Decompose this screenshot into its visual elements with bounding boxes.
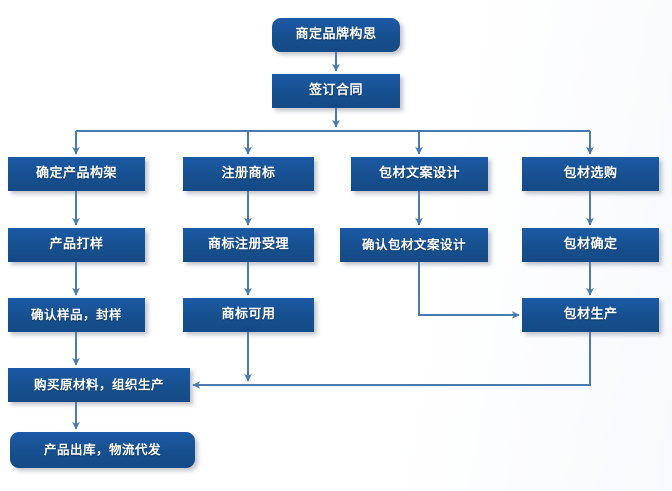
flow-node[interactable]: 产品打样 <box>8 228 145 262</box>
flow-node[interactable]: 包材选购 <box>522 157 659 191</box>
flow-node[interactable]: 包材生产 <box>522 298 659 332</box>
flow-node[interactable]: 产品出库，物流代发 <box>10 432 195 468</box>
flow-node[interactable]: 商标注册受理 <box>183 228 314 262</box>
flow-node[interactable]: 包材确定 <box>522 228 659 262</box>
flow-node[interactable]: 确认包材文案设计 <box>340 228 488 262</box>
flow-node[interactable]: 确定产品构架 <box>8 157 145 191</box>
flow-node[interactable]: 签订合同 <box>272 74 400 108</box>
flow-node[interactable]: 包材文案设计 <box>351 157 488 191</box>
edge-n13-n14 <box>192 332 591 389</box>
flow-node[interactable]: 注册商标 <box>183 157 314 191</box>
flow-node[interactable]: 确认样品，封样 <box>8 298 145 332</box>
flow-node[interactable]: 商定品牌构思 <box>272 18 400 52</box>
flow-node[interactable]: 购买原材料，组织生产 <box>8 368 190 402</box>
edge-n9-n13 <box>418 262 520 319</box>
flow-node[interactable]: 商标可用 <box>183 298 314 332</box>
